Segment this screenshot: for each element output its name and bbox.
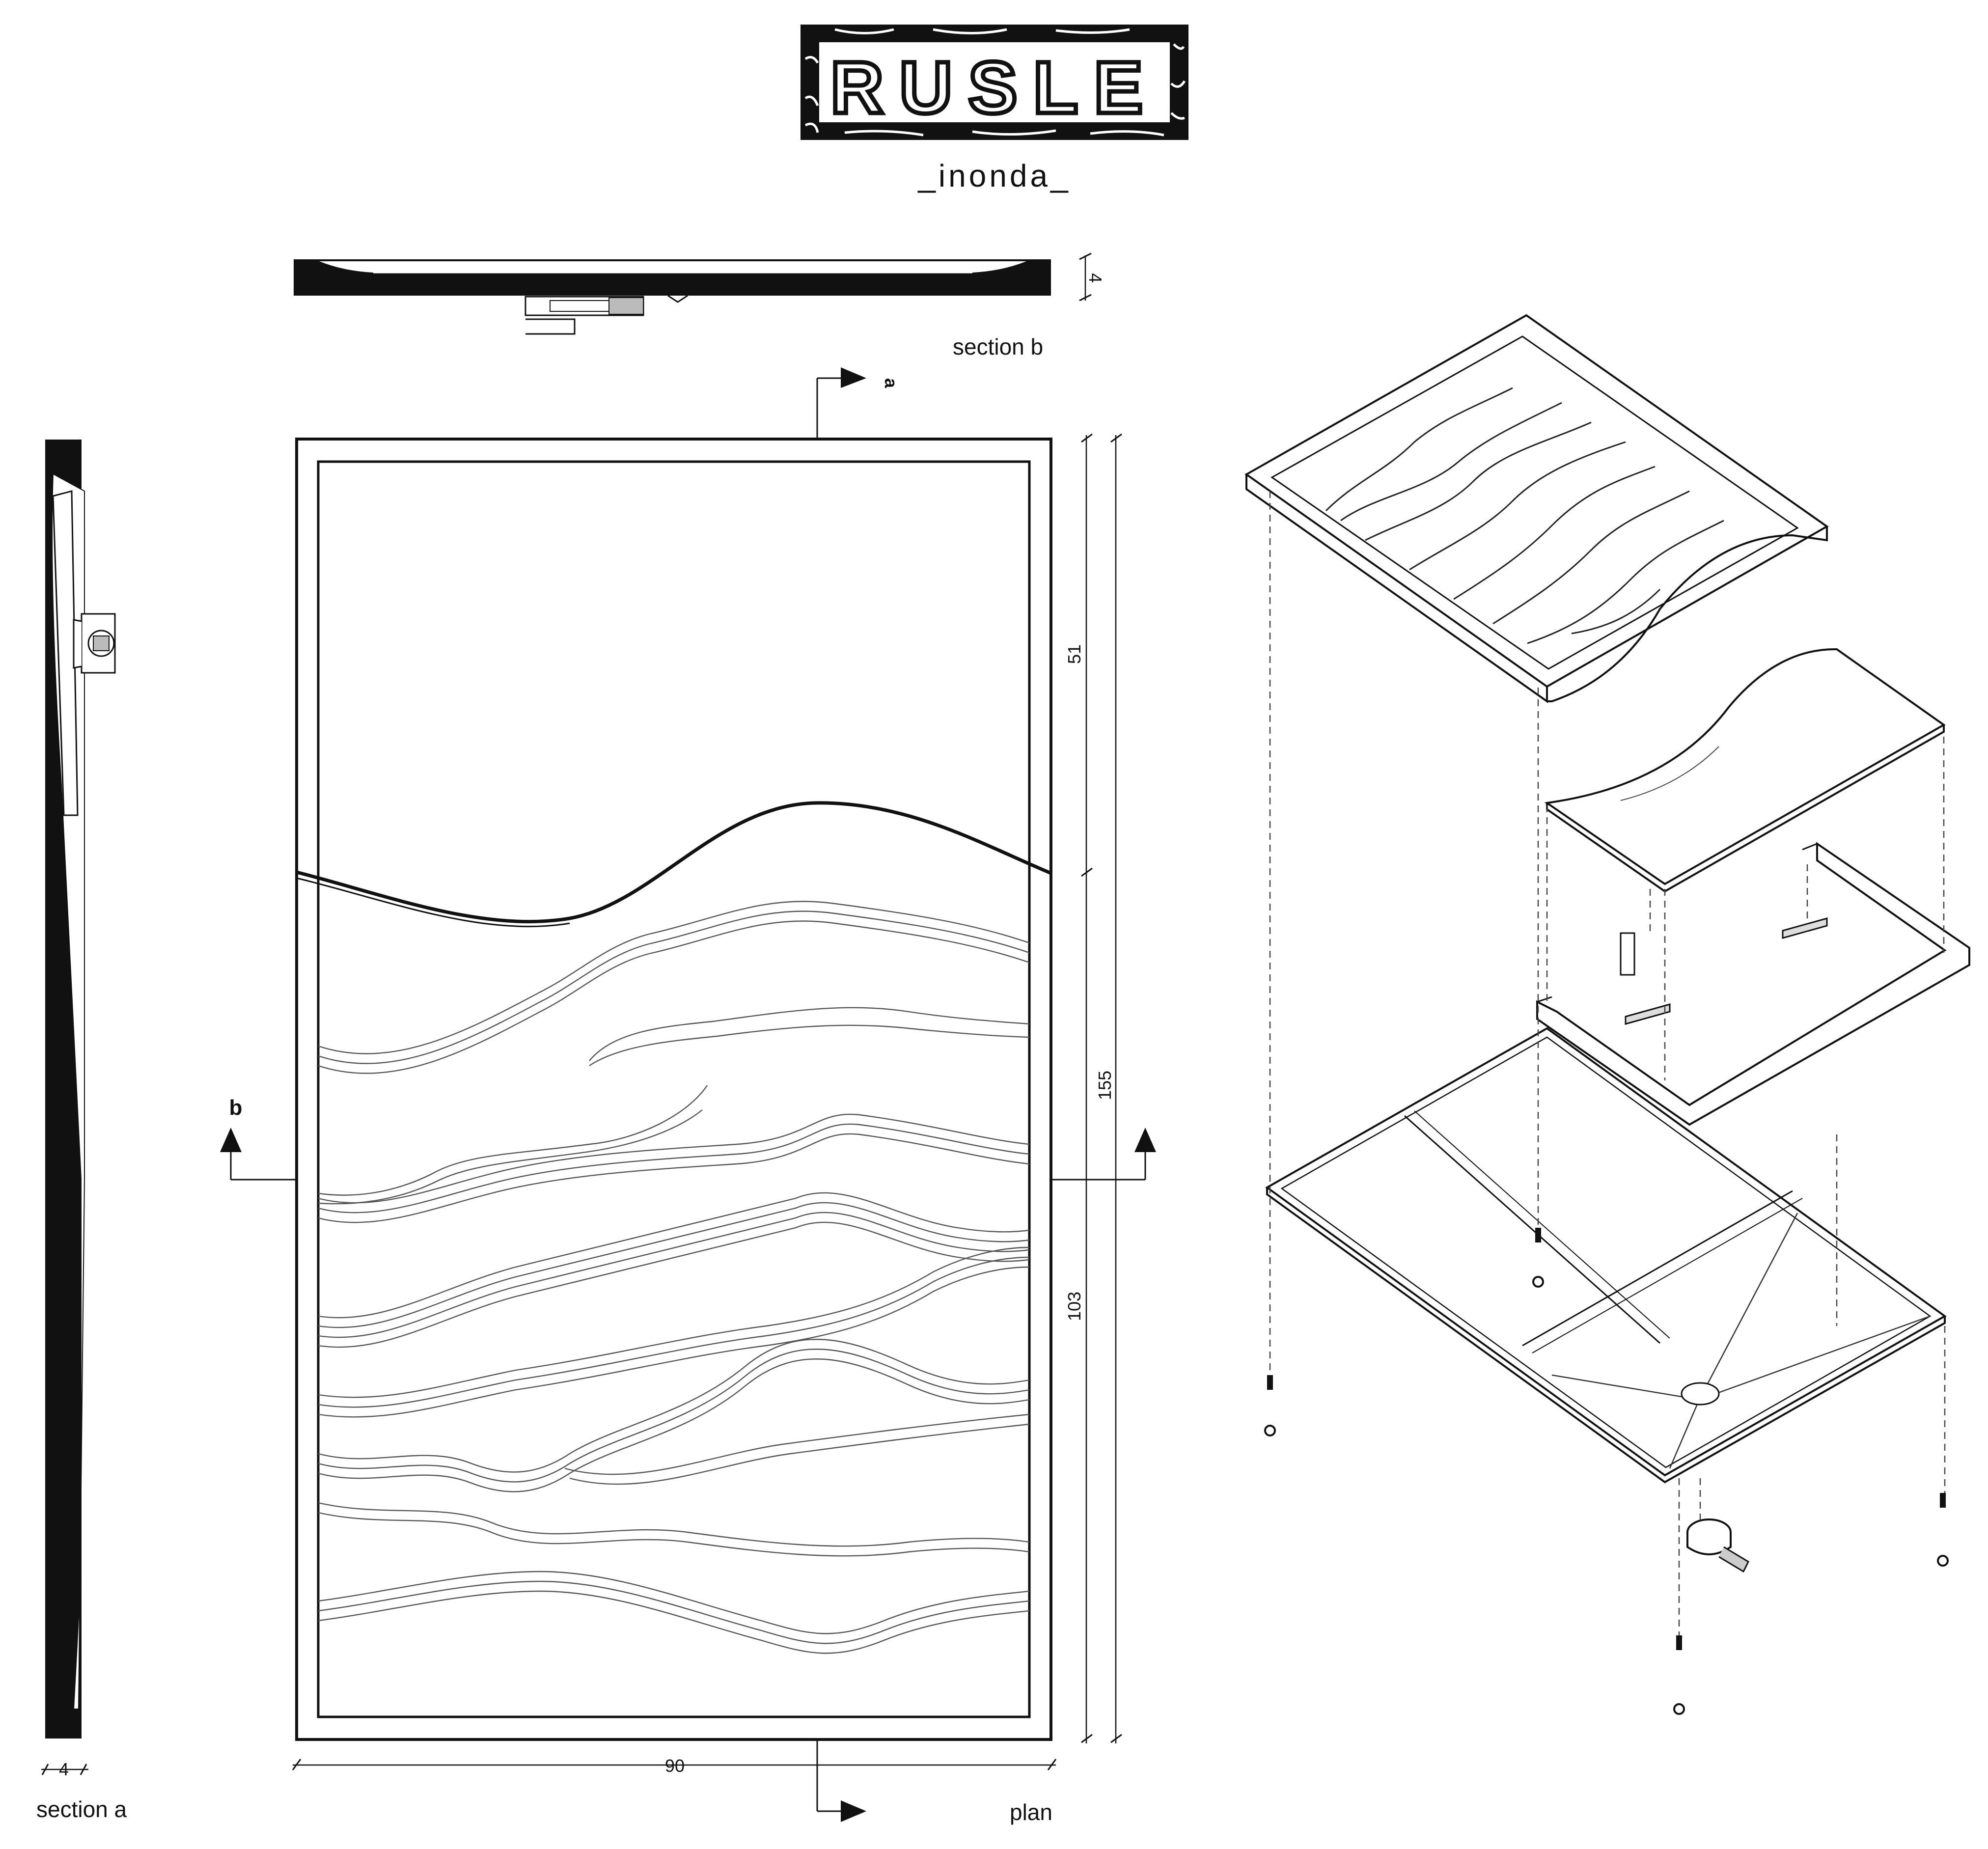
brand-subtitle: _inonda_ bbox=[917, 158, 1071, 193]
dimension-width-value: 90 bbox=[665, 1756, 685, 1776]
exploded-base-tray bbox=[1265, 1027, 1947, 1484]
exploded-view bbox=[1244, 314, 1970, 1715]
exploded-frame-rails bbox=[1536, 842, 1970, 1126]
dimension-thickness-b: 4 bbox=[1079, 252, 1105, 302]
dimension-thickness-a: 4 bbox=[41, 1759, 88, 1779]
label-section-b: section b bbox=[953, 334, 1043, 359]
dimension-length-value: 155 bbox=[1095, 1071, 1115, 1100]
dimension-width: 90 bbox=[292, 1756, 1057, 1776]
dimension-thickness-a-value: 4 bbox=[59, 1759, 69, 1779]
dimension-upper-part: 51 bbox=[1064, 433, 1093, 877]
brand-logo: RUSLE bbox=[801, 25, 1188, 140]
dimension-thickness-b-value: 4 bbox=[1085, 273, 1105, 283]
section-cut-b bbox=[220, 1128, 1156, 1181]
dimension-length: 155 bbox=[1095, 433, 1122, 1743]
label-cut-b: b bbox=[229, 1096, 243, 1120]
label-cut-a: a bbox=[881, 378, 901, 388]
exploded-top-panel bbox=[1244, 314, 1829, 703]
section-cut-a bbox=[816, 367, 866, 1822]
dimension-lower-part: 103 bbox=[1064, 877, 1093, 1743]
exploded-inner-tray bbox=[1544, 648, 1946, 893]
section-a-drawing bbox=[45, 440, 116, 1739]
logo-text: RUSLE bbox=[830, 46, 1159, 129]
dimension-upper-part-value: 51 bbox=[1064, 644, 1084, 664]
label-section-a: section a bbox=[36, 1796, 127, 1822]
exploded-drain bbox=[1686, 1518, 1749, 1573]
exploded-screws bbox=[1264, 1228, 1949, 1715]
label-plan: plan bbox=[1010, 1799, 1052, 1825]
section-b-drawing bbox=[294, 259, 1051, 335]
exploded-alignment-lines bbox=[1269, 491, 1946, 1635]
dimension-lower-part-value: 103 bbox=[1064, 1292, 1084, 1321]
plan-drawing bbox=[295, 438, 1052, 1741]
